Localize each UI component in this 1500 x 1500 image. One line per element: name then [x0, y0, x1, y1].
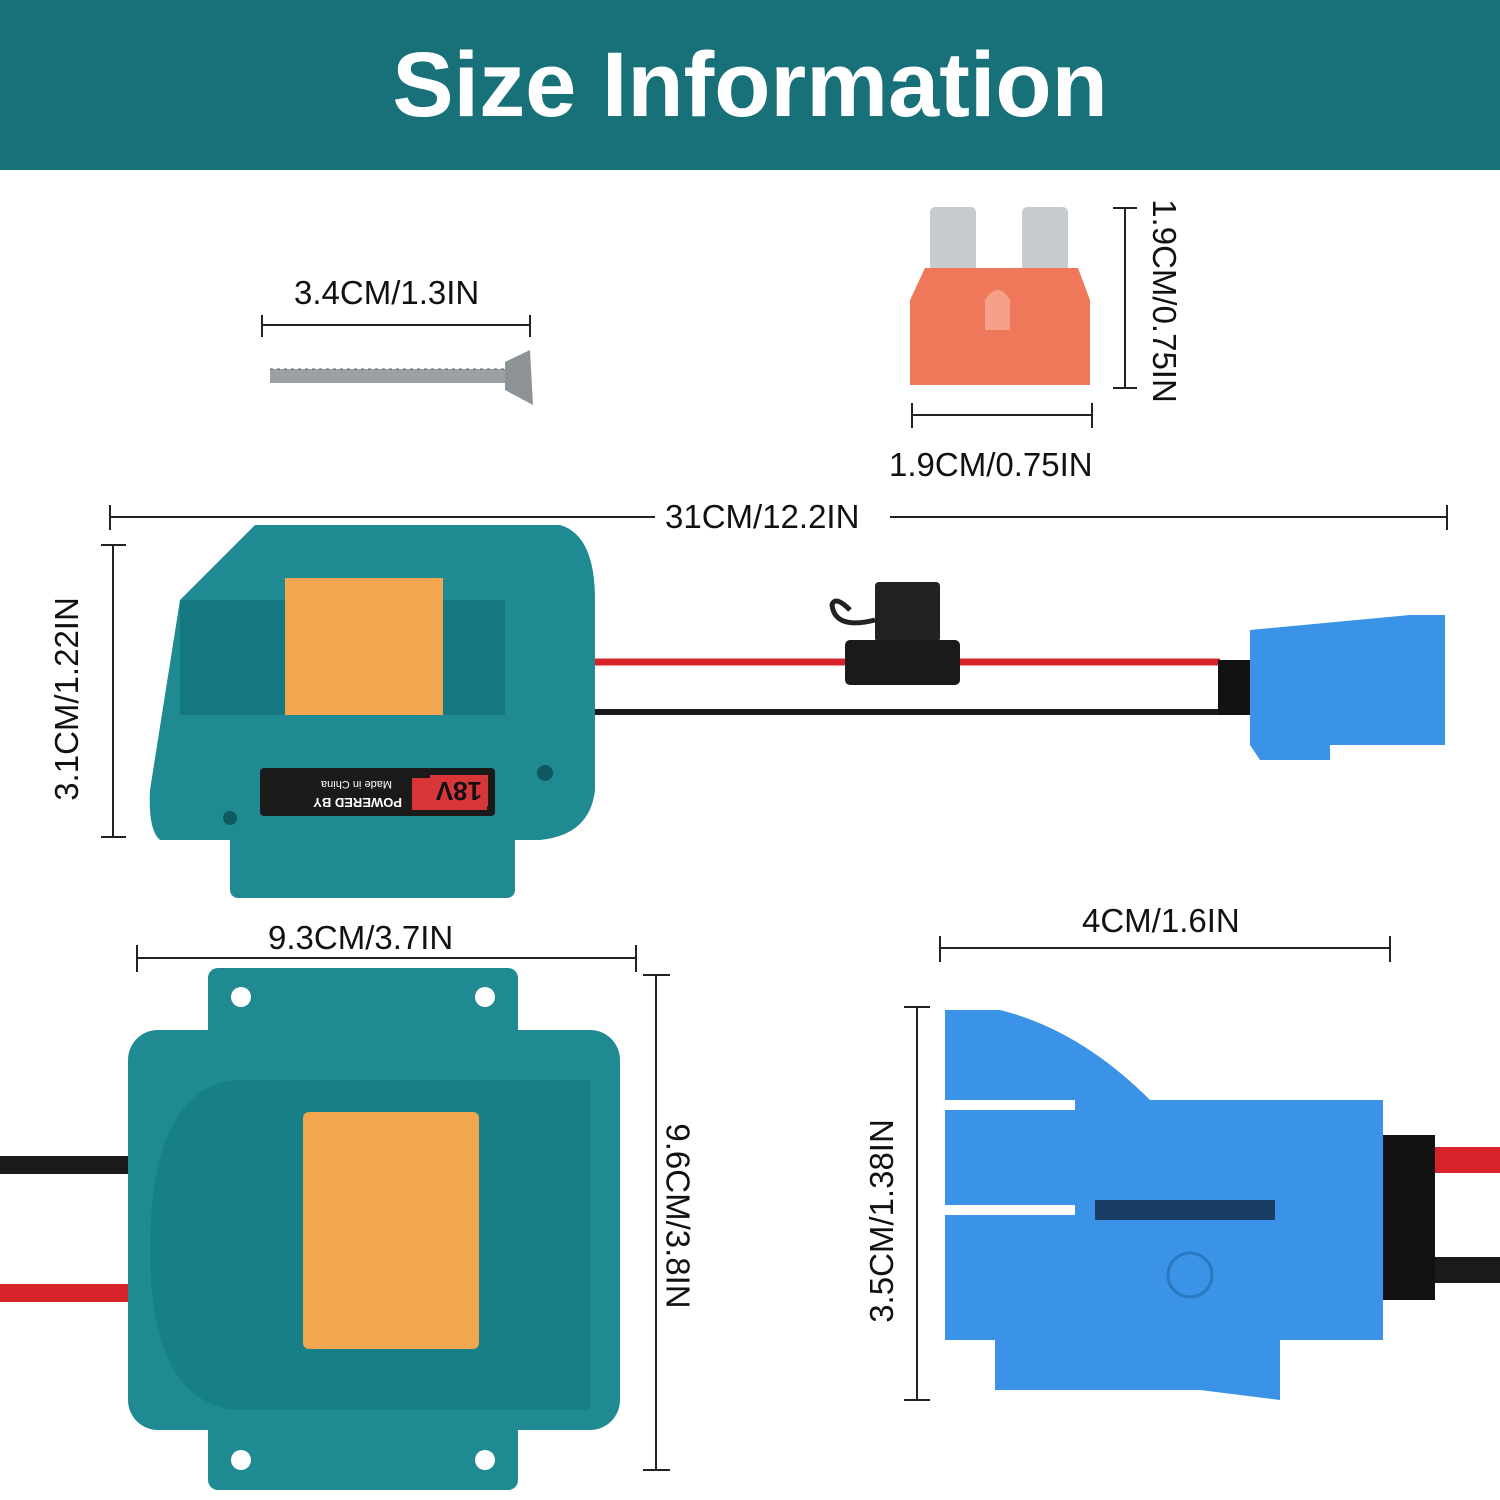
- page-title: Size Information: [392, 34, 1108, 136]
- screw-image: [270, 350, 533, 405]
- connector-small-image: [1218, 615, 1445, 760]
- voltage-badge: 18V: [429, 775, 488, 806]
- origin-text: Made in China: [321, 778, 392, 790]
- product-label: 18V POWERED BY Made in China: [262, 770, 492, 814]
- fuse-width-dim-line: [911, 403, 1093, 428]
- fuse-width-label: 1.9CM/0.75IN: [889, 446, 1093, 483]
- adapter-height-label: 3.1CM/1.22IN: [47, 597, 85, 801]
- adapter-length-label: 9.6CM/3.8IN: [659, 1123, 697, 1309]
- adapter-side-view: [149, 525, 595, 898]
- connector-large-image: [945, 1010, 1435, 1400]
- adapter-width-dim-line: [136, 945, 637, 972]
- connector-height-label: 3.5CM/1.38IN: [862, 1119, 900, 1323]
- fuse-height-label: 1.9CM/0.75IN: [1145, 199, 1183, 403]
- total-length-dim-line: [109, 505, 1448, 530]
- adapter-top-view: [128, 968, 620, 1490]
- header-banner: [0, 0, 1500, 170]
- connector-width-dim-line: [939, 936, 1391, 962]
- adapter-length-dim-line: [643, 974, 670, 1471]
- adapter-width-label: 9.3CM/3.7IN: [268, 919, 454, 956]
- screw-dim-line: [261, 315, 531, 337]
- fuse-height-dim-line: [1113, 207, 1137, 389]
- connector-height-dim-line: [904, 1006, 930, 1401]
- fuse-holder-image: [829, 582, 960, 685]
- fuse-image: [910, 207, 1090, 385]
- screw-length-label: 3.4CM/1.3IN: [294, 274, 480, 311]
- dimension-lines: [101, 207, 1448, 1471]
- total-length-label: 31CM/12.2IN: [665, 498, 860, 535]
- connector-width-label: 4CM/1.6IN: [1082, 902, 1240, 939]
- powered-by-text: POWERED BY: [313, 795, 402, 810]
- adapter-height-dim-line: [101, 544, 126, 838]
